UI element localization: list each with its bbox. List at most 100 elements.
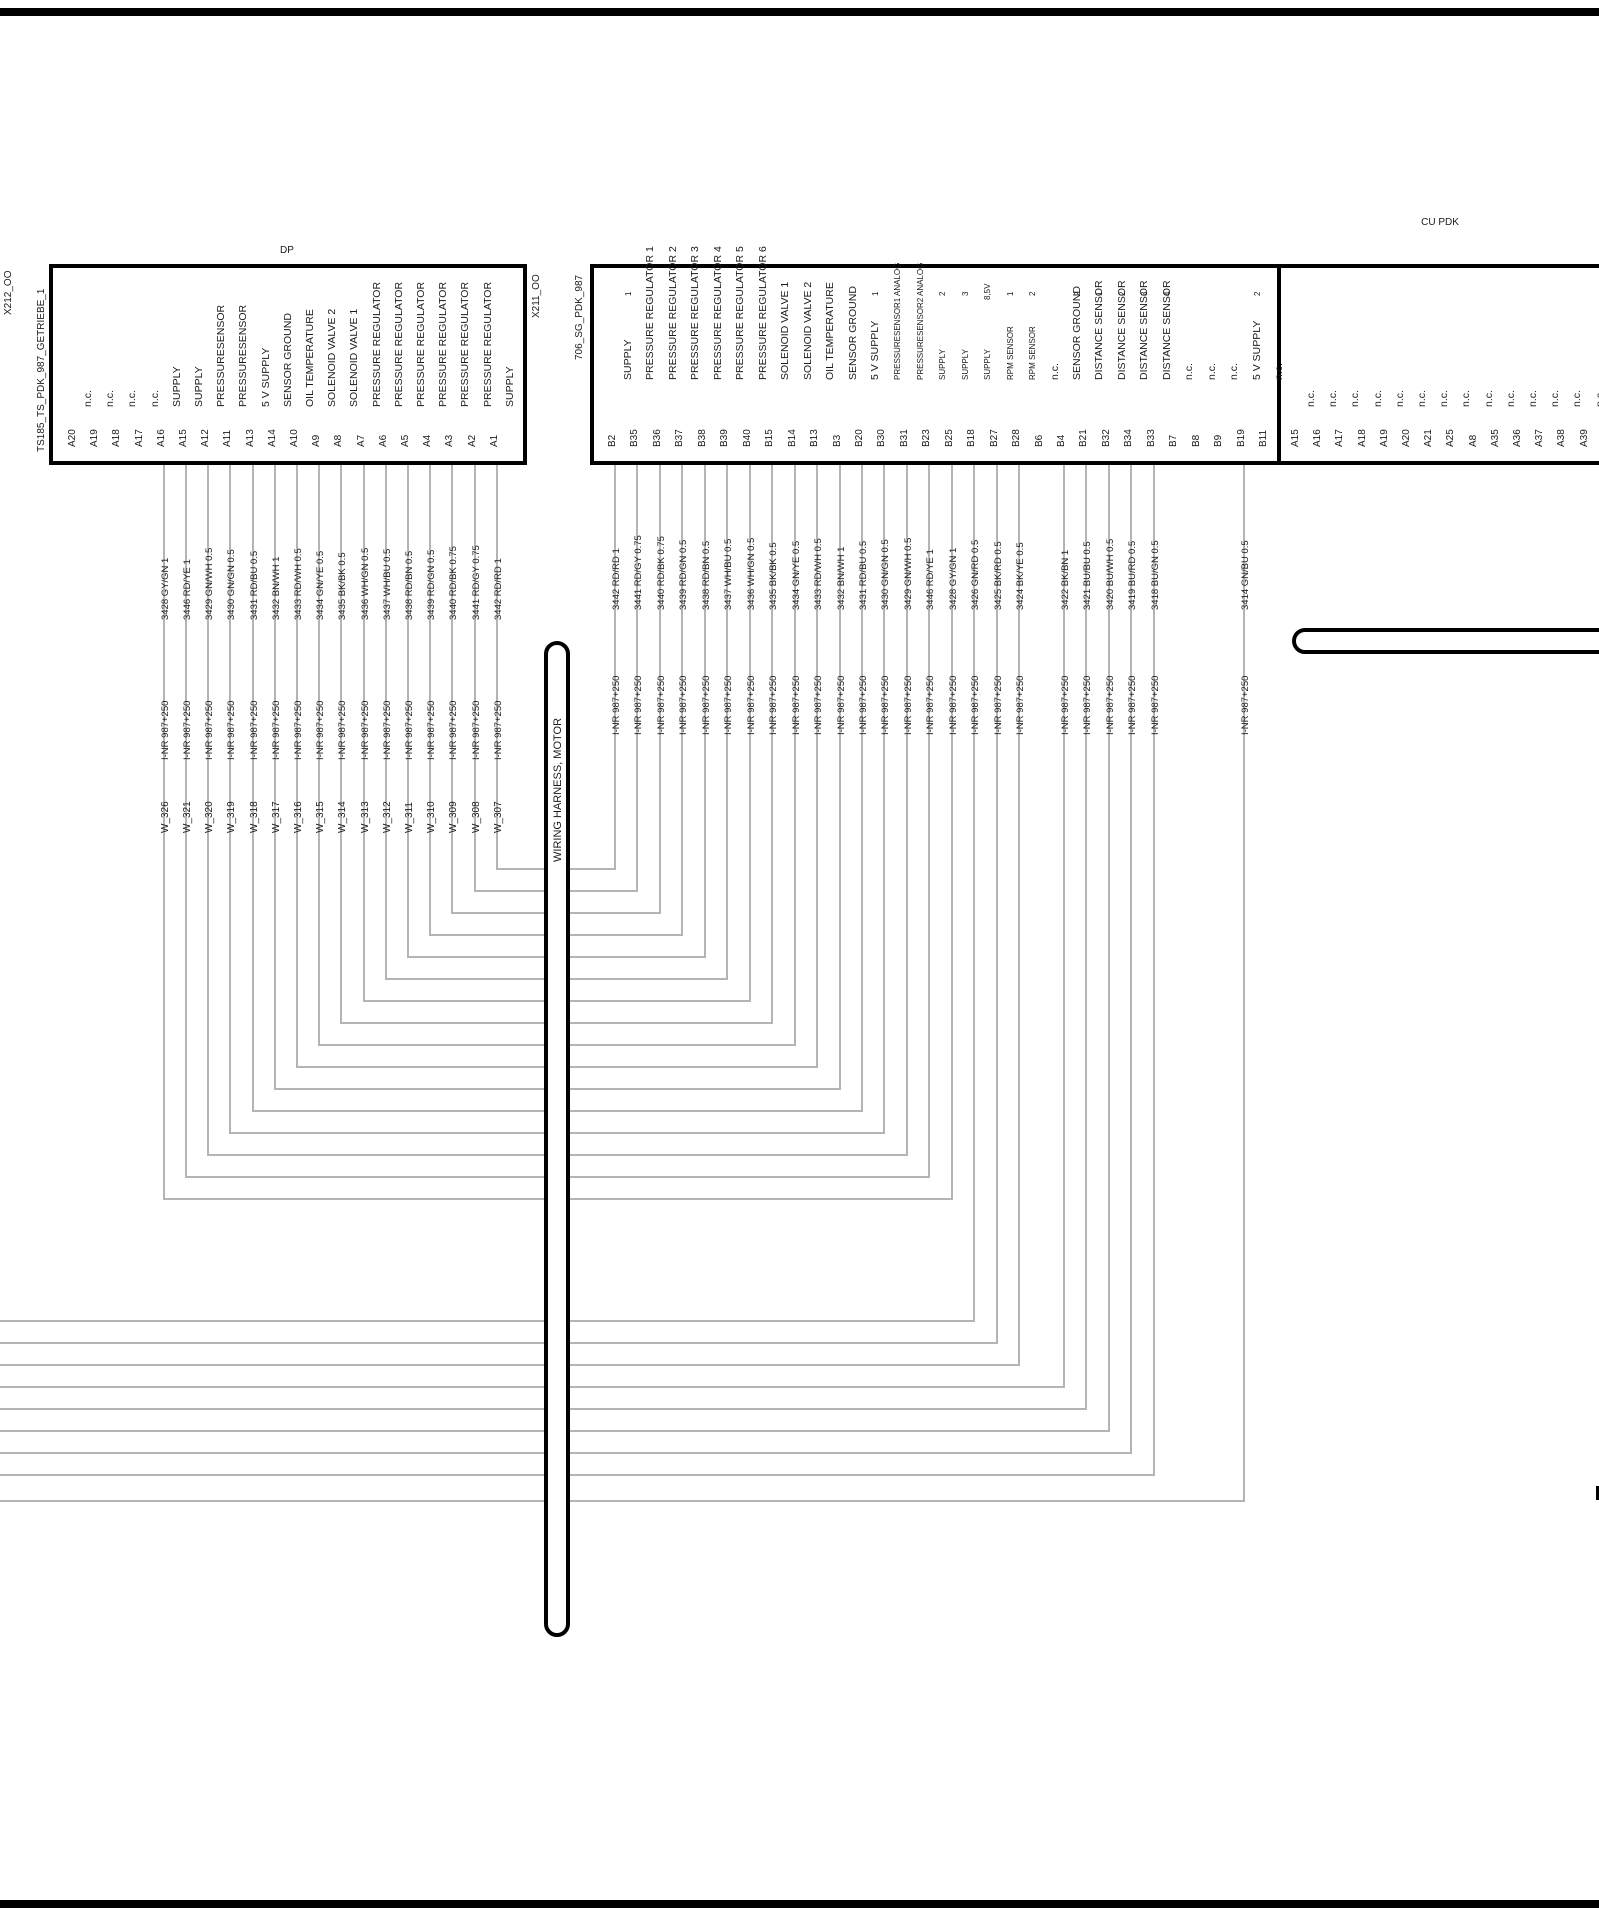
pin-id-b4: B4 bbox=[1056, 434, 1067, 447]
pin-id-b2: B2 bbox=[607, 434, 618, 447]
pin-function-a4: PRESSURE REGULATOR bbox=[437, 282, 449, 407]
bus-label-b36: I-NR 987+250 bbox=[656, 676, 667, 735]
pin-id-b28: B28 bbox=[1011, 429, 1022, 447]
pin-function-a1: SUPPLY bbox=[504, 366, 516, 407]
bus-label-a16: I-NR 987+250 bbox=[160, 701, 171, 760]
bus-label-a13: I-NR 987+250 bbox=[249, 701, 260, 760]
pin-function-b9: n.c. bbox=[1228, 363, 1240, 380]
bus-label-b21: I-NR 987+250 bbox=[1082, 676, 1093, 735]
bus-label-b31: I-NR 987+250 bbox=[903, 676, 914, 735]
bus-label-a14: I-NR 987+250 bbox=[271, 701, 282, 760]
pin-function-b3: SENSOR GROUND bbox=[847, 286, 859, 380]
pin-id-a7: A7 bbox=[356, 434, 367, 447]
bus-label-a1: I-NR 987+250 bbox=[493, 701, 504, 760]
wire-label-a12: 3429 GN/WH 0.5 bbox=[204, 548, 215, 620]
pin-id-right-a36: A36 bbox=[1512, 429, 1523, 447]
wiring-harness-bar[interactable] bbox=[544, 641, 570, 1637]
pin-id-a19: A19 bbox=[89, 429, 100, 447]
pin-function-right-a17: n.c. bbox=[1349, 390, 1361, 407]
pin-id-a4: A4 bbox=[422, 434, 433, 447]
wire-label-a14: 3432 BN/WH 1 bbox=[271, 557, 282, 620]
pin-function-b40: PRESSURE REGULATOR 6 bbox=[757, 246, 769, 380]
pin-id-right-a38: A38 bbox=[1556, 429, 1567, 447]
bus-label-b13: I-NR 987+250 bbox=[813, 676, 824, 735]
pin-function-b2: SUPPLY bbox=[622, 339, 634, 380]
pin-function-b14: SOLENOID VALVE 2 bbox=[802, 282, 814, 380]
wire-label-b14: 3434 GN/YE 0.5 bbox=[791, 541, 802, 610]
component-label-706: 706_SG_PDK_987 bbox=[574, 274, 585, 360]
top-border bbox=[0, 8, 1599, 16]
wire-label-a1: 3442 RD/RD 1 bbox=[493, 558, 504, 620]
bus-label-a4: I-NR 987+250 bbox=[426, 701, 437, 760]
pin-id-b23: B23 bbox=[921, 429, 932, 447]
connector-label-x211: X211_OO bbox=[531, 274, 542, 318]
bus-label-a10: I-NR 987+250 bbox=[293, 701, 304, 760]
pin-suffix-b34: 3 bbox=[1140, 291, 1149, 296]
bus-label-a8: I-NR 987+250 bbox=[337, 701, 348, 760]
pin-id-b27: B27 bbox=[989, 429, 1000, 447]
wire-label-b40: 3436 WH/GN 0.5 bbox=[746, 538, 757, 610]
pin-id-b19: B19 bbox=[1236, 429, 1247, 447]
bus-label-b32: I-NR 987+250 bbox=[1105, 676, 1116, 735]
wire-label-b39: 3437 WH/BU 0.5 bbox=[723, 539, 734, 610]
wire-offpage-b18 bbox=[0, 465, 975, 1322]
pin-id-right-a35: A35 bbox=[1490, 429, 1501, 447]
wire-label-b25: 3428 GY/GN 1 bbox=[948, 548, 959, 610]
pin-function-b8: n.c. bbox=[1206, 363, 1218, 380]
right-harness-bar[interactable] bbox=[1292, 628, 1599, 654]
bus-label-b40: I-NR 987+250 bbox=[746, 676, 757, 735]
pin-suffix-b20: 1 bbox=[871, 291, 880, 296]
pin-function-b27: RPM SENSOR bbox=[1006, 326, 1015, 380]
wire-label-b3: 3432 BN/WH 1 bbox=[836, 547, 847, 610]
pin-function-b15: SOLENOID VALVE 1 bbox=[779, 282, 791, 380]
pin-suffix-b4: 2 bbox=[1073, 291, 1082, 296]
pin-id-a18: A18 bbox=[111, 429, 122, 447]
right-edge-mark bbox=[1596, 1486, 1599, 1500]
pin-function-right-a20: n.c. bbox=[1416, 390, 1428, 407]
connectors-layer bbox=[49, 264, 1599, 1637]
pin-id-b33: B33 bbox=[1146, 429, 1157, 447]
wire-label-b34: 3419 BU/RD 0.5 bbox=[1127, 541, 1138, 610]
wire-label-a2: 3441 RD/GY 0.75 bbox=[471, 545, 482, 620]
bus-label-b37: I-NR 987+250 bbox=[678, 676, 689, 735]
pin-function-right-a36: n.c. bbox=[1527, 390, 1539, 407]
pin-id-a11: A11 bbox=[222, 430, 233, 447]
middle-connector-box bbox=[590, 264, 1599, 465]
pin-function-a7: PRESSURE REGULATOR bbox=[371, 282, 383, 407]
pin-id-b13: B13 bbox=[809, 429, 820, 447]
pin-id-b25: B25 bbox=[944, 429, 955, 447]
wire-offpage-b28 bbox=[0, 465, 1020, 1366]
bus-label-b33: I-NR 987+250 bbox=[1150, 676, 1161, 735]
pin-id-right-a20: A20 bbox=[1401, 429, 1412, 447]
bus-label-b34: I-NR 987+250 bbox=[1127, 676, 1138, 735]
pin-function-b39: PRESSURE REGULATOR 5 bbox=[734, 246, 746, 380]
w-id-a7: W_313 bbox=[360, 801, 371, 833]
pin-function-b28: RPM SENSOR bbox=[1028, 326, 1037, 380]
pin-id-a17: A17 bbox=[134, 429, 145, 447]
page-frame bbox=[0, 8, 1599, 1908]
pin-function-b37: PRESSURE REGULATOR 3 bbox=[689, 246, 701, 380]
bus-label-a6: I-NR 987+250 bbox=[382, 701, 393, 760]
wire-label-b35: 3441 RD/GY 0.75 bbox=[633, 535, 644, 610]
bus-label-a3: I-NR 987+250 bbox=[448, 701, 459, 760]
pin-suffix-b2: 1 bbox=[624, 291, 633, 296]
wire-label-b33: 3418 BU/GN 0.5 bbox=[1150, 540, 1161, 610]
pin-function-a19: n.c. bbox=[104, 390, 116, 407]
wire-label-b23: 3446 RD/YE 1 bbox=[925, 549, 936, 610]
w-id-a8: W_314 bbox=[337, 801, 348, 833]
labels-layer: DP CU PDK X212_OO TS185_TS_PDK_987_GETRI… bbox=[3, 217, 1459, 862]
pin-id-right-a16: A16 bbox=[1312, 429, 1323, 447]
pin-function-b7: n.c. bbox=[1183, 363, 1195, 380]
pin-suffix-b23: 2 bbox=[938, 291, 947, 296]
pin-function-b34: DISTANCE SENSOR bbox=[1138, 280, 1150, 380]
pin-id-a1: A1 bbox=[489, 434, 500, 447]
pin-id-a5: A5 bbox=[400, 434, 411, 447]
pin-function-b20: 5 V SUPPLY bbox=[869, 321, 881, 380]
bus-label-b3: I-NR 987+250 bbox=[836, 676, 847, 735]
wire-label-a13: 3431 RD/BU 0.5 bbox=[249, 551, 260, 620]
bus-label-b15: I-NR 987+250 bbox=[768, 676, 779, 735]
w-id-a16: W_326 bbox=[160, 801, 171, 833]
pin-function-b30: PRESSURESENSOR1 ANALOG bbox=[893, 263, 902, 380]
w-id-a9: W_315 bbox=[315, 801, 326, 833]
bus-label-a2: I-NR 987+250 bbox=[471, 701, 482, 760]
